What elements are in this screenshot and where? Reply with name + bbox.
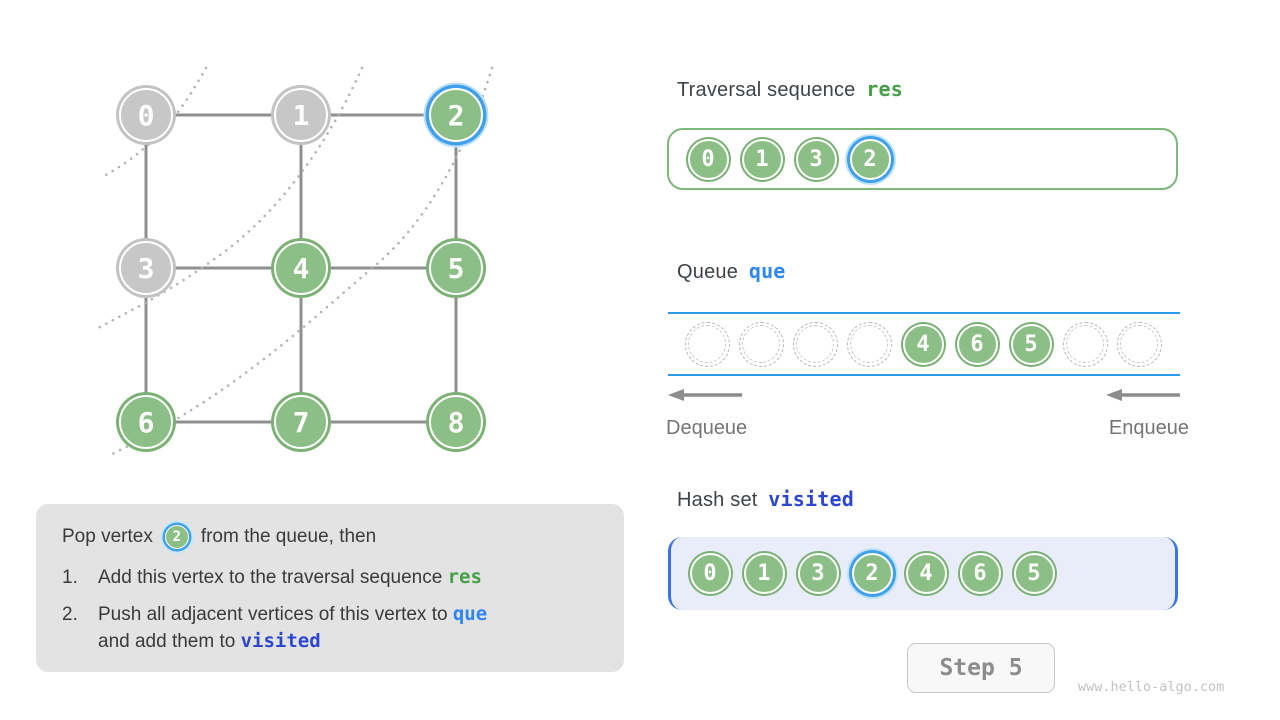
vertex-chip-2: 2 bbox=[849, 138, 891, 180]
que-code-token: que bbox=[748, 259, 786, 283]
vertex-chip-2: 2 bbox=[851, 553, 893, 594]
bfs-wavefront-arcs bbox=[96, 66, 494, 457]
queue-title-text: Queue bbox=[677, 261, 739, 283]
visited-code-token: visited bbox=[768, 487, 854, 511]
vertex-chip-5: 5 bbox=[1013, 553, 1055, 594]
graph-node-6: 6 bbox=[119, 395, 173, 449]
queue-title: Queue que bbox=[677, 259, 786, 284]
graph-node-4: 4 bbox=[274, 241, 328, 295]
vertex-chip-3: 3 bbox=[797, 553, 839, 594]
traversal-sequence-title: Traversal sequence res bbox=[677, 77, 903, 102]
graph-node-8: 8 bbox=[429, 395, 483, 449]
hashset-title-text: Hash set bbox=[677, 489, 758, 511]
enqueue-label: Enqueue bbox=[1108, 417, 1189, 439]
step-button[interactable]: Step 5 bbox=[907, 643, 1055, 693]
step-text: Push all adjacent vertices of this verte… bbox=[98, 603, 488, 652]
graph-node-5: 5 bbox=[429, 241, 483, 295]
traversal-title-text: Traversal sequence bbox=[677, 79, 856, 101]
watermark: www.hello-algo.com bbox=[1078, 679, 1225, 695]
queue-chip-5: 5 bbox=[1010, 323, 1052, 365]
queue-slot-empty bbox=[1116, 321, 1162, 367]
visited-code-token: visited bbox=[240, 630, 321, 652]
que-code-token: que bbox=[452, 603, 488, 625]
dequeue-arrow-icon bbox=[668, 389, 742, 401]
dequeue-label: Dequeue bbox=[666, 417, 748, 439]
queue-chip-6: 6 bbox=[956, 323, 998, 365]
current-vertex-chip: 2 bbox=[164, 525, 189, 549]
hashset-title: Hash set visited bbox=[677, 487, 854, 512]
explanation-step: 1. Add this vertex to the traversal seque… bbox=[62, 564, 598, 591]
list-number: 2. bbox=[62, 604, 78, 625]
vertex-chip-4: 4 bbox=[905, 553, 947, 594]
step-text: Add this vertex to the traversal sequenc… bbox=[98, 566, 482, 588]
graph-node-3: 3 bbox=[119, 241, 173, 295]
vertex-chip-0: 0 bbox=[689, 553, 731, 594]
vertex-chip-3: 3 bbox=[795, 138, 837, 180]
step-button-label: Step 5 bbox=[939, 655, 1023, 681]
explanation-panel: Pop vertex 2 from the queue, then 1. Add … bbox=[36, 504, 624, 672]
explanation-steps-list: 1. Add this vertex to the traversal seque… bbox=[62, 564, 598, 655]
graph-node-2: 2 bbox=[429, 88, 483, 142]
vertex-chip-1: 1 bbox=[743, 553, 785, 594]
enqueue-arrow-icon bbox=[1106, 389, 1180, 401]
vertex-chip-6: 6 bbox=[959, 553, 1001, 594]
vertex-chip-0: 0 bbox=[687, 138, 729, 180]
graph-node-1: 1 bbox=[274, 88, 328, 142]
queue-slot-empty bbox=[738, 321, 784, 367]
graph-node-0: 0 bbox=[119, 88, 173, 142]
queue-slot-empty bbox=[684, 321, 730, 367]
queue-chip-4: 4 bbox=[902, 323, 944, 365]
res-code-token: res bbox=[866, 77, 904, 101]
res-code-token: res bbox=[447, 566, 482, 588]
queue-slot-empty bbox=[1062, 321, 1108, 367]
vertex-chip-1: 1 bbox=[741, 138, 783, 180]
intro-text-post: from the queue, then bbox=[200, 526, 377, 547]
explanation-step: 2. Push all adjacent vertices of this ver… bbox=[62, 601, 598, 655]
intro-text-pre: Pop vertex bbox=[62, 526, 153, 547]
explanation-intro: Pop vertex 2 from the queue, then bbox=[62, 520, 598, 554]
queue-slot-empty bbox=[846, 321, 892, 367]
queue-slot-empty bbox=[792, 321, 838, 367]
graph-node-7: 7 bbox=[274, 395, 328, 449]
list-number: 1. bbox=[62, 567, 78, 588]
